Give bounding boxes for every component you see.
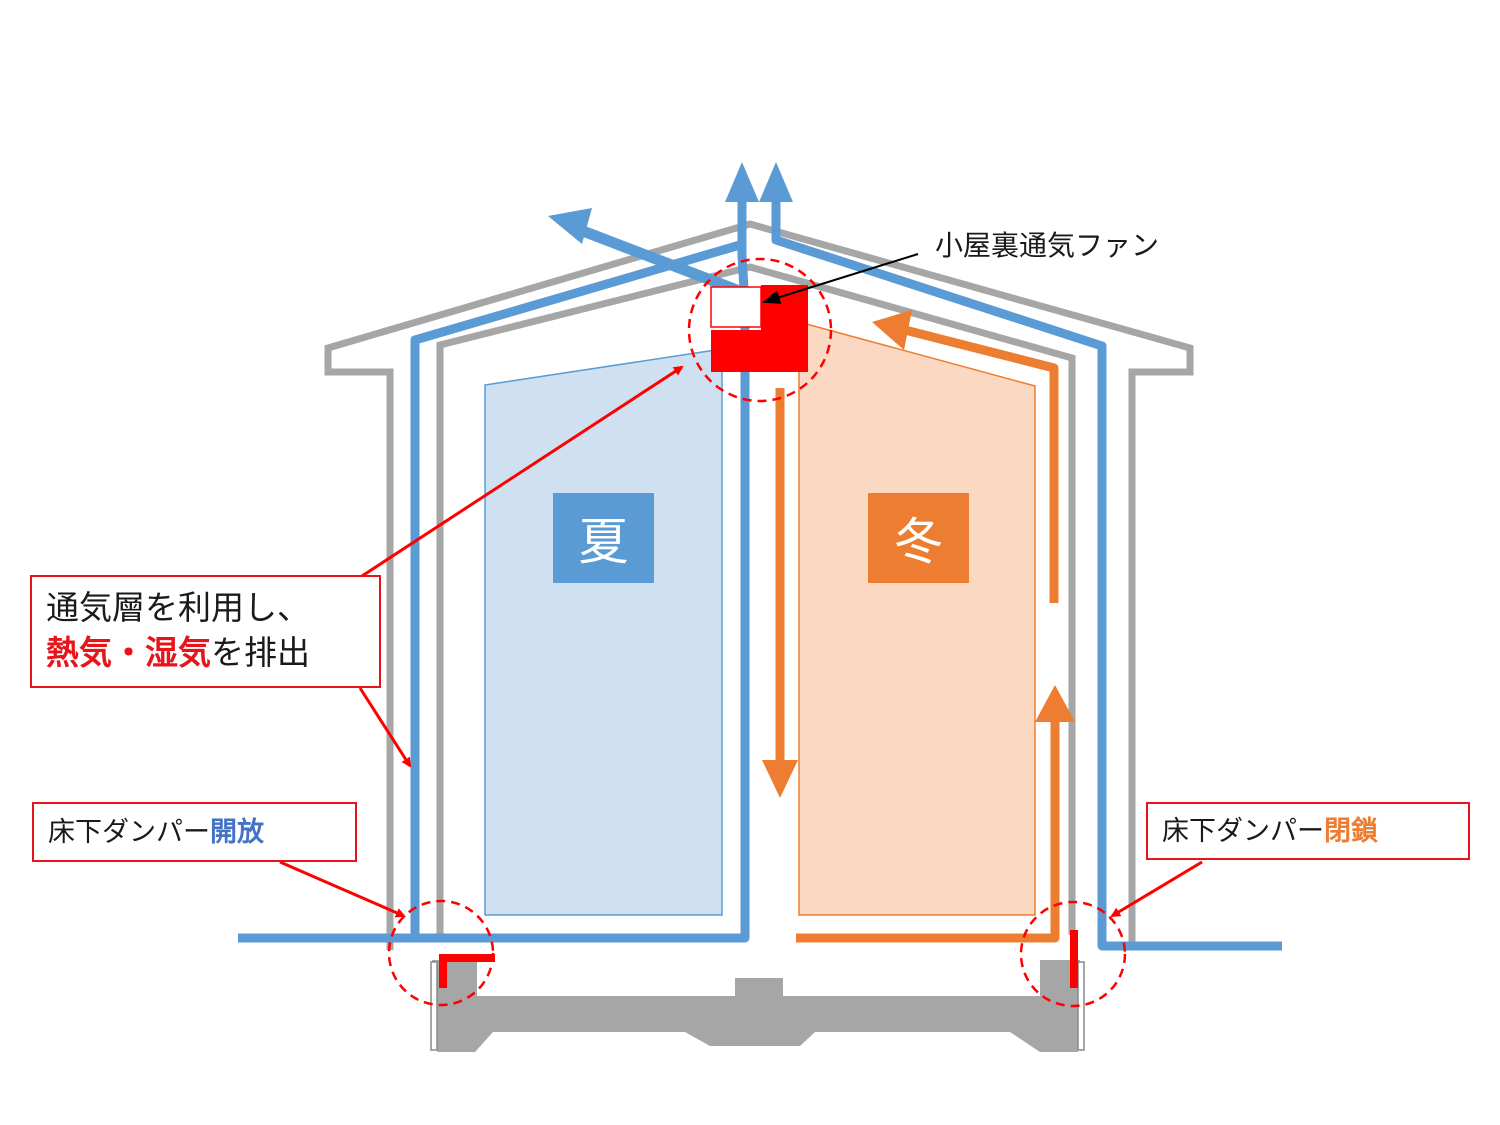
fan-housing-outline — [710, 286, 762, 328]
left-damper-prefix: 床下ダンパー — [48, 817, 210, 848]
left-damper-arrow — [279, 860, 406, 918]
callout-line-2: 熱気・湿気を排出 — [46, 630, 365, 675]
winter-arrowhead-down — [762, 760, 798, 798]
callout-suffix: を排出 — [211, 633, 310, 672]
foundation — [437, 996, 1078, 1052]
exhaust-arrowhead-up-left — [725, 162, 759, 202]
left-damper-label: 床下ダンパー開放 — [32, 802, 357, 862]
winter-badge: 冬 — [868, 493, 969, 583]
winter-arrowhead-left — [872, 310, 912, 350]
callout-humid-air: 湿気 — [145, 633, 211, 672]
exhaust-arrowhead-up-right — [759, 162, 793, 202]
winter-arrowhead-up — [1035, 685, 1075, 722]
summer-airflow-outer-left — [410, 240, 742, 938]
outer-wall-line — [324, 220, 1194, 950]
fan-label-arrow — [762, 253, 919, 304]
winter-airflow-upper — [903, 325, 1059, 603]
left-damper-state: 開放 — [210, 817, 264, 848]
left-damper-highlight-circle — [387, 899, 495, 1007]
right-damper-label: 床下ダンパー閉鎖 — [1146, 802, 1470, 860]
exhaust-arrowhead-diagonal — [548, 208, 592, 244]
summer-airflow-exhaust-diagonal — [573, 222, 744, 298]
fan-highlight-circle — [687, 257, 833, 403]
winter-airflow-floor — [796, 715, 1060, 943]
inner-wall-line — [436, 263, 1076, 935]
summer-airflow-right — [771, 200, 1282, 951]
right-damper-state: 閉鎖 — [1324, 816, 1378, 847]
callout-hot-air: 熱気 — [46, 633, 112, 672]
left-damper-open-icon — [439, 954, 495, 988]
foundation-center-block — [735, 978, 783, 1004]
callout-arrow-to-wall — [358, 687, 412, 768]
exhaust-callout: 通気層を利用し、 熱気・湿気を排出 — [30, 575, 381, 688]
fan-icon — [711, 285, 808, 372]
right-damper-arrow — [1110, 860, 1203, 918]
foundation-left-edge — [430, 961, 438, 1051]
summer-room — [484, 348, 723, 916]
summer-badge: 夏 — [553, 493, 654, 583]
callout-arrow-to-fan — [361, 365, 684, 578]
callout-line-1: 通気層を利用し、 — [46, 588, 310, 627]
fan-label: 小屋裏通気ファン — [935, 229, 1160, 262]
winter-room — [798, 321, 1036, 916]
callout-separator: ・ — [112, 633, 145, 672]
right-damper-highlight-circle — [1019, 900, 1127, 1008]
right-damper-prefix: 床下ダンパー — [1162, 816, 1324, 847]
